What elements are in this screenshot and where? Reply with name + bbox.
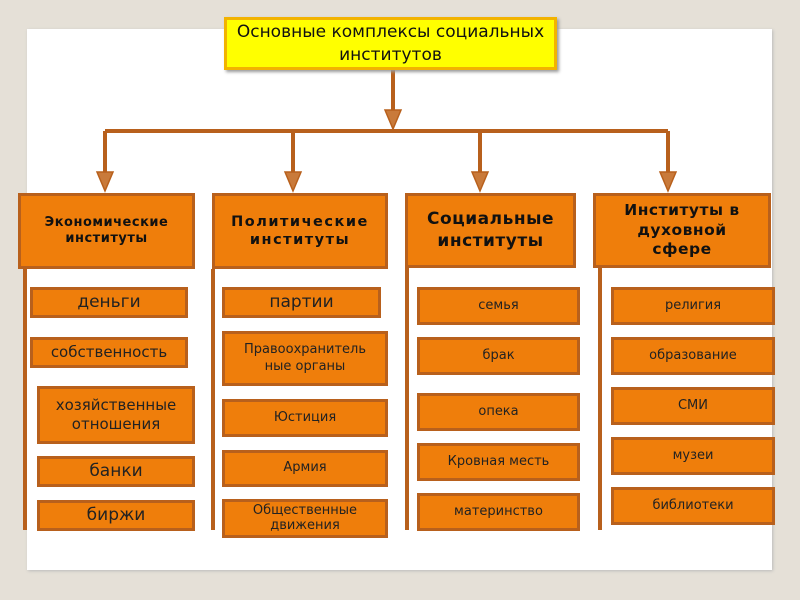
item-family: семья — [417, 287, 580, 325]
arrow-head — [283, 171, 303, 193]
arrow-head — [470, 171, 490, 193]
item-museums: музеи — [611, 437, 775, 475]
item-media: СМИ — [611, 387, 775, 425]
item-banks: банки — [37, 456, 195, 487]
item-parties: партии — [222, 287, 381, 318]
item-exchanges: биржи — [37, 500, 195, 531]
arrow-head — [383, 109, 403, 131]
item-justice: Юстиция — [222, 399, 388, 437]
item-social-movements: Общественные движения — [222, 499, 388, 538]
arrow-head — [95, 171, 115, 193]
header-political: Политические институты — [212, 193, 388, 269]
item-money: деньги — [30, 287, 188, 318]
item-religion: религия — [611, 287, 775, 325]
header-social: Социальные институты — [405, 193, 576, 268]
item-marriage: брак — [417, 337, 580, 375]
item-blood-feud: Кровная месть — [417, 443, 580, 481]
item-law-enforcement: Правоохранитель ные органы — [222, 331, 388, 386]
item-libraries: библиотеки — [611, 487, 775, 525]
arrow-head — [658, 171, 678, 193]
item-education: образование — [611, 337, 775, 375]
item-motherhood: материнство — [417, 493, 580, 531]
item-army: Армия — [222, 450, 388, 487]
item-guardianship: опека — [417, 393, 580, 431]
header-economic: Экономические институты — [18, 193, 195, 269]
header-spiritual: Институты в духовной сфере — [593, 193, 771, 268]
item-property: собственность — [30, 337, 188, 368]
item-economic-relations: хозяйственные отношения — [37, 386, 195, 444]
diagram-title: Основные комплексы социальных институтов — [224, 17, 557, 70]
